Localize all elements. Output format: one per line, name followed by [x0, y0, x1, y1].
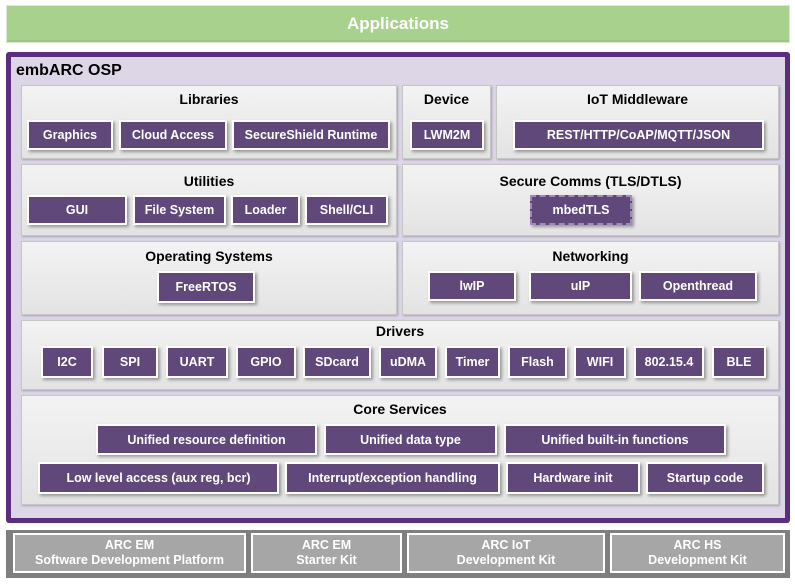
driver-802154-box: 802.15.4 [634, 346, 704, 378]
uip-box: uIP [529, 271, 632, 301]
iot-middleware-title: IoT Middleware [586, 91, 689, 107]
graphics-box: Graphics [27, 120, 113, 150]
openthread-box: Openthread [639, 271, 757, 301]
driver-flash-box: Flash [508, 346, 567, 378]
kit-arc-iot: ARC IoT Development Kit [407, 533, 605, 573]
driver-spi-box: SPI [102, 346, 158, 378]
kit-arc-hs-line2: Development Kit [648, 553, 747, 567]
kit-arc-em-starter-line1: ARC EM [301, 538, 352, 552]
driver-udma-box: uDMA [379, 346, 437, 378]
drivers-title: Drivers [375, 323, 425, 339]
secure-comms-title: Secure Comms (TLS/DTLS) [499, 173, 682, 189]
secureshield-runtime-box: SecureShield Runtime [232, 120, 390, 150]
driver-sdcard-box: SDcard [303, 346, 371, 378]
libraries-title: Libraries [179, 91, 239, 107]
core-services-title: Core Services [353, 401, 447, 417]
gui-box: GUI [27, 195, 127, 225]
cloud-access-box: Cloud Access [119, 120, 227, 150]
driver-wifi-box: WIFI [574, 346, 626, 378]
unified-resource-definition-box: Unified resource definition [96, 424, 317, 455]
kit-arc-hs: ARC HS Development Kit [610, 533, 785, 573]
rest-http-box: REST/HTTP/CoAP/MQTT/JSON [513, 120, 764, 150]
driver-ble-box: BLE [712, 346, 766, 378]
file-system-box: File System [133, 195, 226, 225]
freertos-box: FreeRTOS [157, 271, 255, 303]
unified-builtin-functions-box: Unified built-in functions [504, 424, 726, 455]
shell-cli-box: Shell/CLI [305, 195, 388, 225]
driver-uart-box: UART [166, 346, 228, 378]
device-title: Device [423, 91, 470, 107]
kit-arc-em-sdp-line2: Software Development Platform [35, 553, 224, 567]
lwip-box: lwIP [428, 271, 516, 301]
kit-arc-em-sdp-line1: ARC EM [104, 538, 155, 552]
mbedtls-box: mbedTLS [530, 195, 632, 225]
kit-arc-em-starter: ARC EM Starter Kit [251, 533, 402, 573]
driver-i2c-box: I2C [41, 346, 93, 378]
hardware-init-box: Hardware init [506, 462, 640, 494]
unified-data-type-box: Unified data type [324, 424, 497, 455]
kit-arc-iot-line1: ARC IoT [481, 538, 531, 552]
utilities-title: Utilities [183, 173, 235, 189]
osp-title: embARC OSP [16, 62, 122, 79]
operating-systems-title: Operating Systems [145, 248, 273, 264]
loader-box: Loader [231, 195, 300, 225]
driver-timer-box: Timer [445, 346, 500, 378]
driver-gpio-box: GPIO [236, 346, 296, 378]
lwm2m-box: LWM2M [410, 120, 484, 150]
low-level-access-box: Low level access (aux reg, bcr) [38, 462, 279, 494]
kit-arc-iot-line2: Development Kit [456, 553, 556, 567]
startup-code-box: Startup code [646, 462, 764, 494]
kit-arc-em-sdp: ARC EM Software Development Platform [13, 533, 246, 573]
kit-arc-em-starter-line2: Starter Kit [296, 553, 357, 567]
interrupt-exception-box: Interrupt/exception handling [285, 462, 500, 494]
networking-title: Networking [552, 248, 629, 264]
applications-bar: Applications [6, 5, 790, 43]
kit-arc-hs-line1: ARC HS [673, 538, 722, 552]
